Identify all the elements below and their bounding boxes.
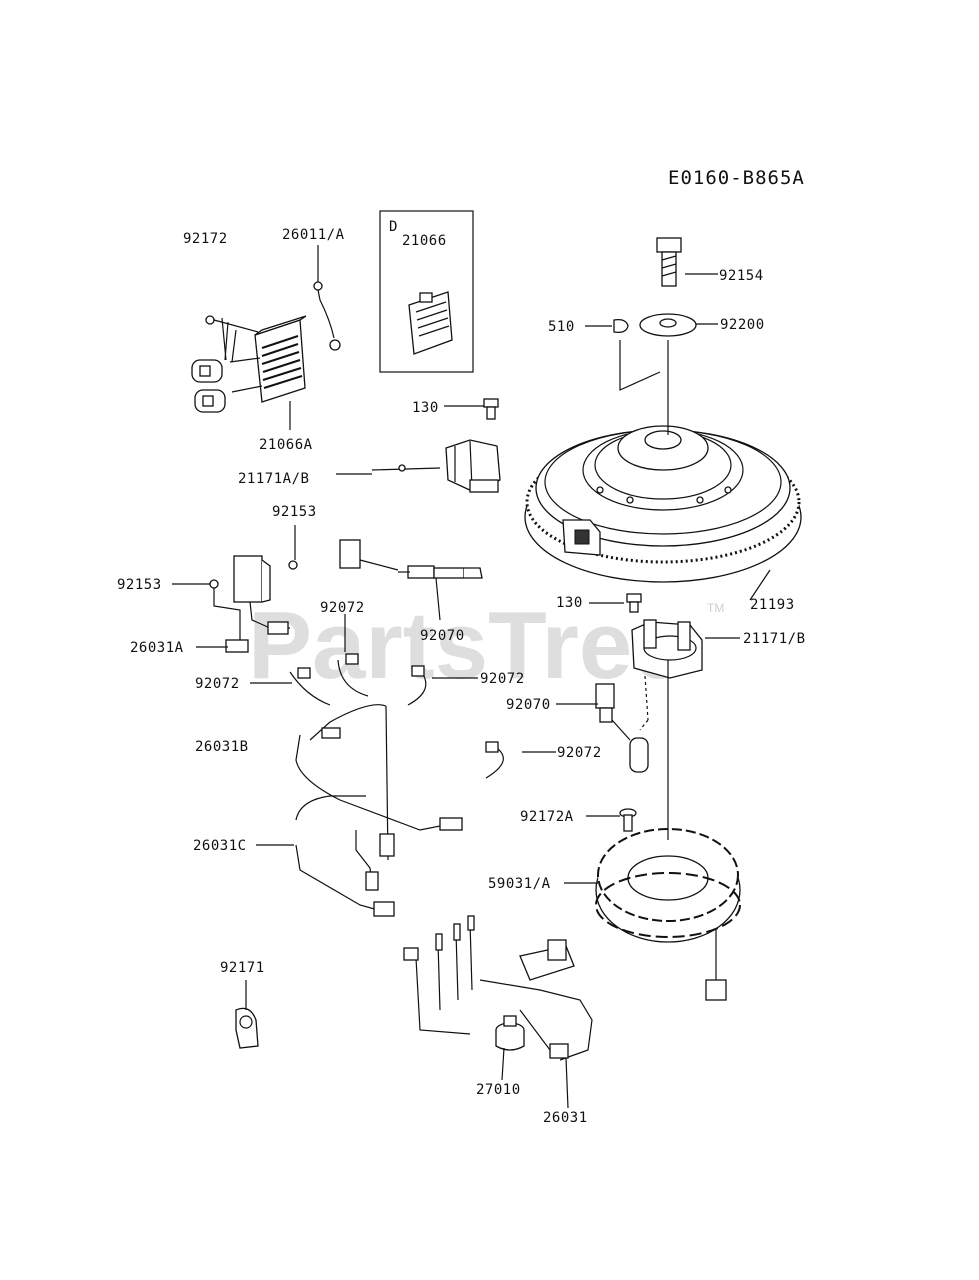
label-92072-d: 92072 xyxy=(557,745,602,761)
label-510: 510 xyxy=(548,319,575,335)
label-92072-a: 92072 xyxy=(320,600,365,616)
label-21171ab: 21171A/B xyxy=(238,471,309,487)
bracket-26031a xyxy=(209,555,298,653)
ignition-coil-lower xyxy=(631,619,703,731)
screw-92172a xyxy=(619,808,637,832)
switch-27010 xyxy=(495,1015,525,1051)
regulator-part xyxy=(191,315,307,413)
label-26031c: 26031C xyxy=(193,838,247,854)
bolt-130-top xyxy=(483,398,499,420)
label-92200: 92200 xyxy=(720,317,765,333)
label-27010: 27010 xyxy=(476,1082,521,1098)
spark-plug-top xyxy=(398,565,483,579)
label-26031b: 26031B xyxy=(195,739,249,755)
label-92072-b: 92072 xyxy=(195,676,240,692)
label-26031a: 26031A xyxy=(130,640,184,656)
label-92154: 92154 xyxy=(719,268,764,284)
stator-part xyxy=(595,828,741,1001)
label-92153-b: 92153 xyxy=(117,577,162,593)
assembly-line-top xyxy=(619,340,669,435)
label-92070-b: 92070 xyxy=(506,697,551,713)
label-26031: 26031 xyxy=(543,1110,588,1126)
harness-26031b xyxy=(295,704,463,861)
label-130-top: 130 xyxy=(412,400,439,416)
label-59031a: 59031/A xyxy=(488,876,551,892)
label-21193: 21193 xyxy=(750,597,795,613)
label-130-mid: 130 xyxy=(556,595,583,611)
label-92172a: 92172A xyxy=(520,809,574,825)
inset-label: 21066 xyxy=(402,233,447,249)
inset-box-d: D 21066 xyxy=(379,210,474,373)
inset-letter: D xyxy=(389,219,398,235)
label-26011a: 26011/A xyxy=(282,227,345,243)
ground-wire-part xyxy=(313,281,341,351)
bolt-92154 xyxy=(656,237,682,287)
key-510 xyxy=(613,318,629,334)
label-92172: 92172 xyxy=(183,231,228,247)
leader-lines xyxy=(172,245,771,1109)
harness-26031 xyxy=(403,915,593,1061)
spark-plug-lower xyxy=(595,683,649,773)
ignition-coil-top xyxy=(339,439,501,571)
harness-26031c xyxy=(295,795,395,917)
bolt-130-mid xyxy=(626,593,642,613)
label-92072-c: 92072 xyxy=(480,671,525,687)
trademark-text: TM xyxy=(707,601,724,615)
label-92153-a: 92153 xyxy=(272,504,317,520)
washer-92200 xyxy=(639,313,697,337)
label-92171: 92171 xyxy=(220,960,265,976)
watermark-text: PartsTree xyxy=(248,592,686,699)
diagram-code: E0160-B865A xyxy=(668,167,805,189)
clamp-92171 xyxy=(235,1007,259,1049)
label-21066a: 21066A xyxy=(259,437,313,453)
flywheel-part xyxy=(524,425,802,583)
wire-clips xyxy=(289,653,504,779)
label-92070-a: 92070 xyxy=(420,628,465,644)
label-21171b: 21171/B xyxy=(743,631,806,647)
regulator-inset-part xyxy=(408,291,453,355)
